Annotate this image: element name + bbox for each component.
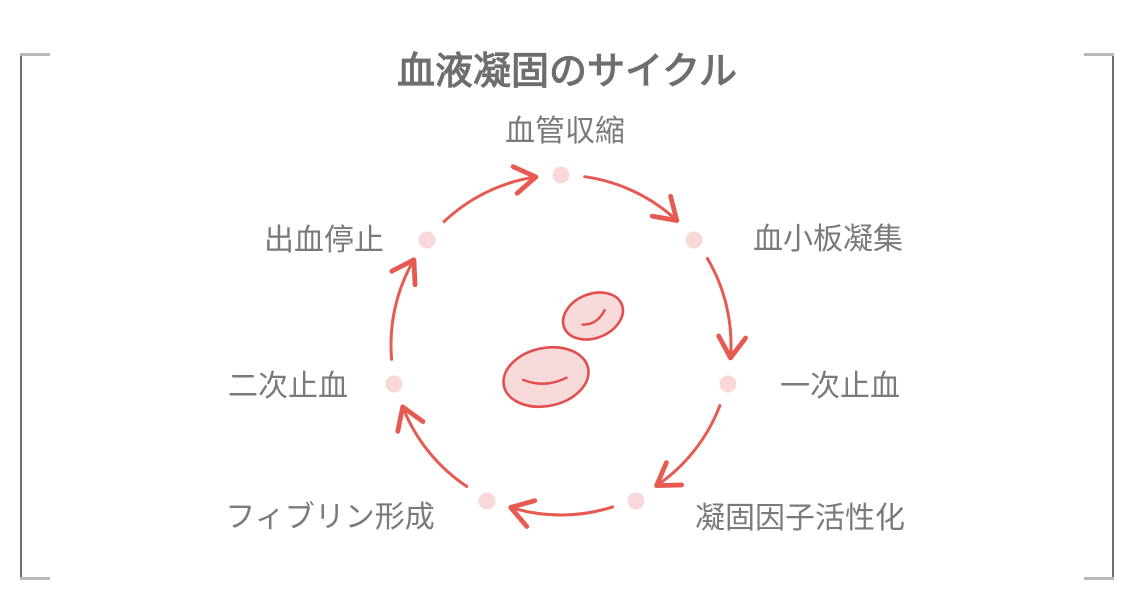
arrow-top-left-to-top [442,164,539,224]
red-blood-cells-icon [502,291,625,409]
arrow-bottom-left-to-left [395,404,469,488]
node-dot-top-right [685,231,703,249]
frame-top-left-arm [20,53,50,56]
node-dot-left [385,375,403,393]
cycle-step-label-top: 血管収縮 [505,114,625,149]
cycle-node-dots [385,166,737,510]
cycle-step-label-right: 一次止血 [780,369,900,404]
cycle-step-label-top-left: 出血停止 [264,223,384,258]
frame-bottom-left-arm [20,577,50,580]
node-dot-bottom-right [627,492,645,510]
frame-right-vertical [1112,53,1114,580]
arrow-top-right-to-right [705,257,748,361]
frame-bottom-right-arm [1084,577,1114,580]
cycle-step-label-left: 二次止血 [228,369,348,404]
arrow-bottom-right-to-bottom-left [508,498,615,529]
cycle-step-label-top-right: 血小板凝集 [753,222,903,257]
cycle-step-label-bottom-right: 凝固因子活性化 [695,501,905,536]
node-dot-top-left [418,231,436,249]
red-blood-cell-small-icon [561,291,625,341]
red-blood-cell-large-icon [502,345,590,409]
page-title: 血液凝固のサイクル [396,49,738,93]
arrow-left-to-top-left [389,257,418,361]
arrow-top-to-top-right [583,175,680,223]
frame-left-vertical [20,53,22,580]
node-dot-bottom-left [478,492,496,510]
node-dot-right [719,375,737,393]
cycle-step-label-bottom-left: フィブリン形成 [225,500,435,535]
node-dot-top [552,166,570,184]
cycle-arrows [389,164,748,529]
arrow-right-to-bottom-right [654,404,722,488]
frame-top-right-arm [1084,53,1114,56]
